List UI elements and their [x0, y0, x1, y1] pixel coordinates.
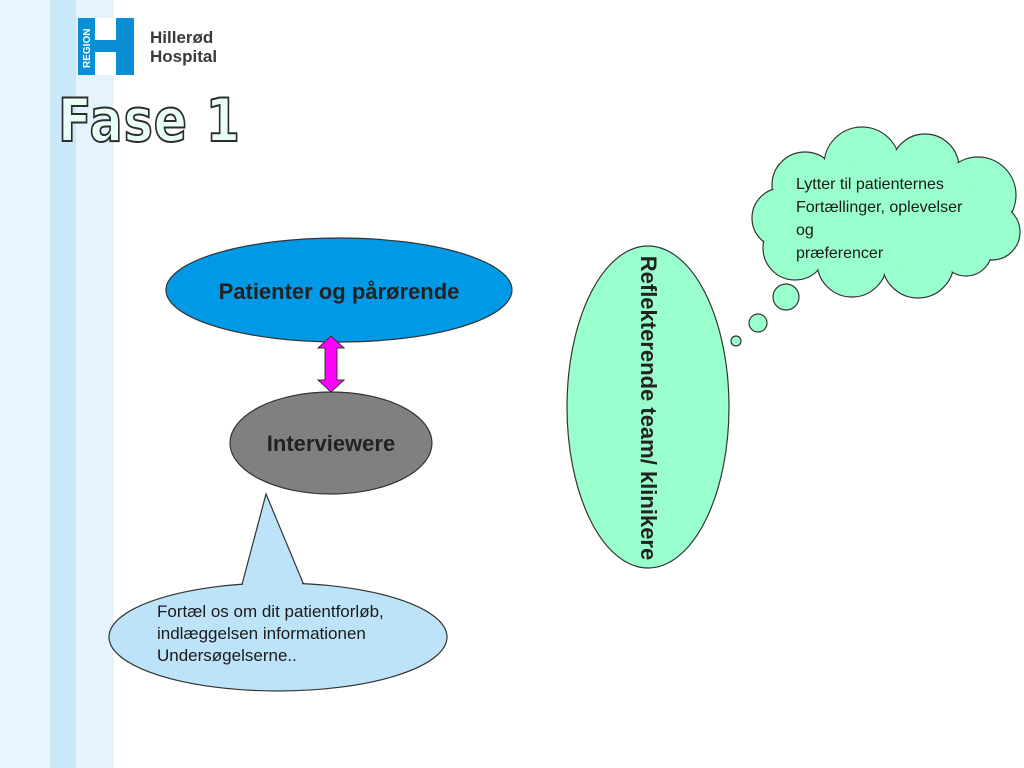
thought-bubble-medium [748, 313, 768, 333]
hospital-name: Hillerød Hospital [150, 28, 217, 66]
thought-line: og [796, 222, 814, 239]
logo-badge-text: REGION [82, 29, 93, 68]
reflecting-team-ellipse [566, 245, 730, 569]
thought-cloud-text: Lytter til patienternes Fortællinger, op… [796, 173, 1016, 265]
thought-bubble-large [772, 283, 800, 311]
callout-text: Fortæl os om dit patientforløb, indlægge… [157, 601, 447, 667]
double-arrow-icon [316, 335, 346, 393]
interviewers-label: Interviewere [266, 431, 396, 456]
thought-line: Lytter til patienternes [796, 176, 944, 193]
thought-line: præferencer [796, 245, 884, 262]
callout-line: Fortæl os om dit patientforløb, [157, 602, 384, 621]
thought-line: Fortællinger, oplevelser [796, 199, 963, 216]
speech-callout [108, 492, 448, 692]
hospital-name-line2: Hospital [150, 47, 218, 66]
left-stripe-light [0, 0, 50, 768]
hospital-logo: REGION [78, 18, 134, 75]
slide-title: Fase 1 [57, 85, 241, 157]
hospital-name-line1: Hillerød [150, 28, 214, 47]
reflecting-team-label: Reflekterende team/ klinikere [636, 255, 661, 561]
callout-line: Undersøgelserne.. [157, 646, 297, 665]
interviewers-ellipse [229, 391, 433, 495]
thought-cloud [730, 126, 1021, 347]
callout-line: indlæggelsen informationen [157, 624, 366, 643]
left-stripe-mid [50, 0, 76, 768]
patients-ellipse [165, 237, 513, 343]
thought-bubble-small [730, 335, 742, 347]
region-h-icon: REGION [78, 18, 134, 75]
patients-label: Patienter og pårørende [218, 279, 460, 304]
left-stripe-pale [76, 0, 114, 768]
